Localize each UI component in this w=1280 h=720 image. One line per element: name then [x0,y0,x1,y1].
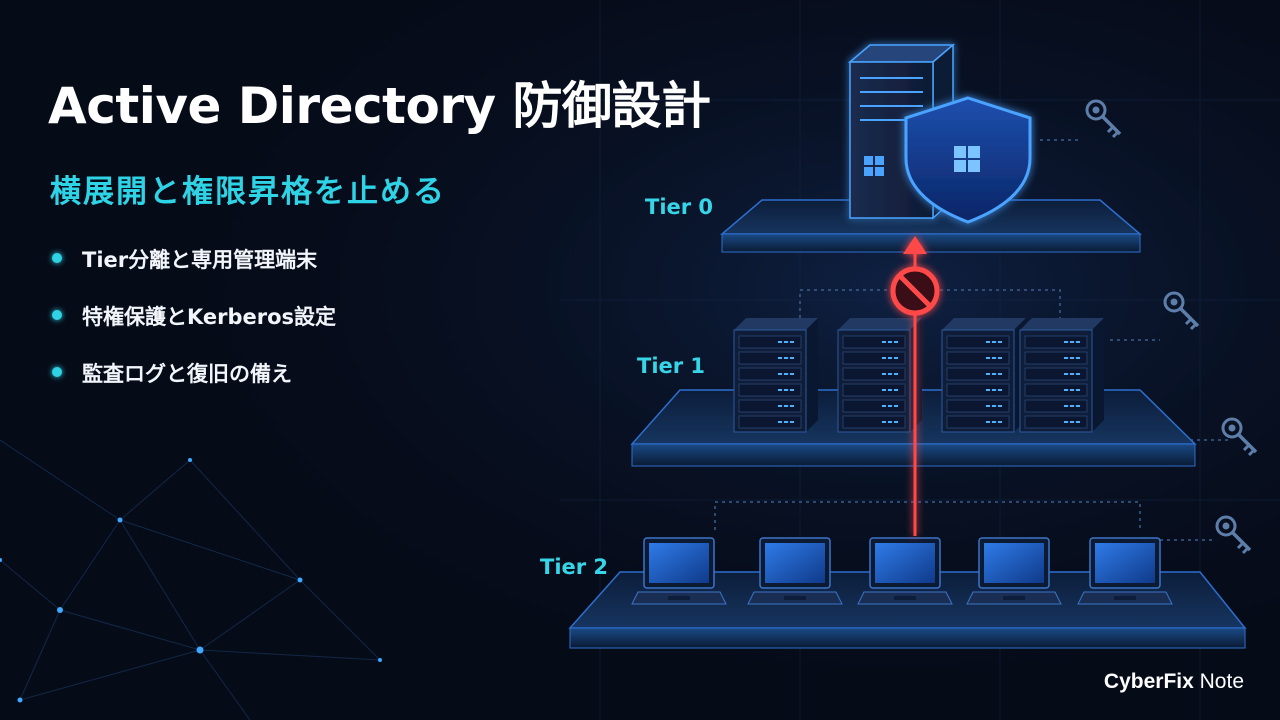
laptop-icon [1077,537,1173,605]
windows-logo-icon [864,156,884,176]
bullet-text: 監査ログと復旧の備え [82,362,292,386]
laptop-icon [966,537,1062,605]
bullet-dot-icon [52,253,62,263]
brand-name-regular: Note [1199,670,1244,693]
brand-name-bold: CyberFix [1103,670,1194,693]
laptop-icon [747,537,843,605]
bullet-item: 監査ログと復旧の備え [52,358,336,415]
key-icon [1215,515,1252,555]
windows-logo-icon [954,146,980,172]
server-icon [733,317,819,433]
laptop-icon [631,537,727,605]
key-icon [1163,291,1200,331]
shield-icon [904,96,1032,224]
key-icon [1221,417,1258,457]
server-icon [837,317,923,433]
tier2-workstations [631,537,1173,605]
laptop-icon [857,537,953,605]
key-icon [1085,99,1122,139]
tier2-label: Tier 2 [540,555,608,579]
bullet-item: 特権保護とKerberos設定 [52,301,336,358]
tier0-label: Tier 0 [645,195,713,219]
brand-logo: CyberFix Note [1104,670,1244,694]
bullet-dot-icon [52,310,62,320]
bullet-text: 特権保護とKerberos設定 [82,305,337,329]
no-entry-icon [890,266,940,316]
bullet-list: Tier分離と専用管理端末 特権保護とKerberos設定 監査ログと復旧の備え [52,244,336,415]
page-title: Active Directory 防御設計 [48,77,711,135]
bullet-item: Tier分離と専用管理端末 [52,244,336,301]
blocked-escalation-arrow [890,236,940,536]
bullet-text: Tier分離と専用管理端末 [82,248,318,272]
tier1-servers [733,317,1105,433]
server-icon [941,317,1027,433]
bullet-dot-icon [52,367,62,377]
page-subtitle: 横展開と権限昇格を止める [50,174,446,210]
server-icon [1019,317,1105,433]
tier1-label: Tier 1 [637,354,705,378]
